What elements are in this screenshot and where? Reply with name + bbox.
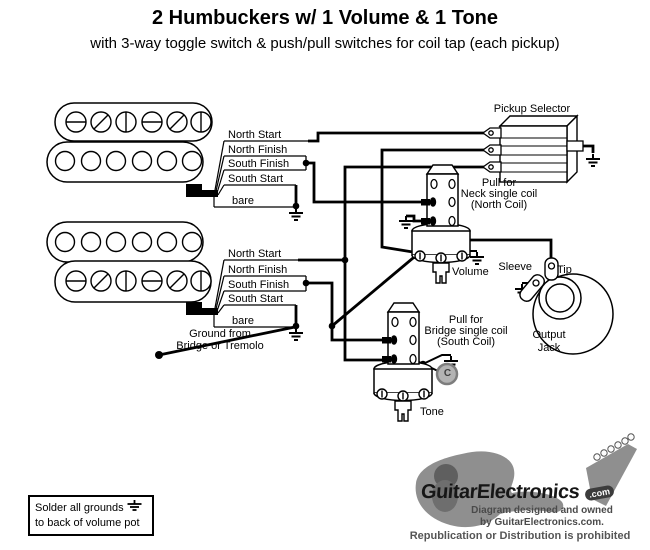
solder-note-line1: Solder all grounds xyxy=(35,502,124,514)
solder-note-line2: to back of volume pot xyxy=(35,517,140,529)
ground-symbol-icon xyxy=(127,500,142,517)
output-jack-label-line2: Jack xyxy=(537,342,561,354)
capacitor-letter: C xyxy=(443,368,452,379)
selector-right-lug xyxy=(566,140,584,152)
volume-shaft xyxy=(432,262,450,284)
tone-switch-lugs xyxy=(382,316,417,365)
bridge-wire-label-bare: bare xyxy=(232,315,255,327)
tone-capacitor xyxy=(435,362,459,386)
bridge-wire-label-north-start: North Start xyxy=(228,248,282,260)
pickup-selector-switch xyxy=(481,114,584,184)
neck-wire-label-north-start: North Start xyxy=(228,129,282,141)
tone-push-pull-pot xyxy=(373,302,459,422)
volume-pull-note-line2: Neck single coil xyxy=(460,188,538,200)
tone-pull-note-line1: Pull for xyxy=(448,314,484,326)
volume-switch-lugs xyxy=(421,178,456,227)
volume-pull-note-line1: Pull for xyxy=(481,177,517,189)
bridge-wire-label-north-finish: North Finish xyxy=(228,264,288,276)
bridge-humbucker xyxy=(46,221,225,327)
logo-caption-line3: Republication or Distribution is prohibi… xyxy=(409,530,631,542)
ground-note-line1: Ground from xyxy=(189,328,251,340)
neck-wire-label-north-finish: North Finish xyxy=(228,144,288,156)
logo-tuners xyxy=(593,433,635,461)
pickup-selector-label: Pickup Selector xyxy=(493,103,571,115)
selector-left-lugs xyxy=(481,127,502,173)
volume-pull-note-line3: (North Coil) xyxy=(470,199,528,211)
page-subtitle: with 3-way toggle switch & push/pull swi… xyxy=(90,35,560,52)
logo-brand-text: GuitarElectronics xyxy=(420,481,581,503)
neck-wire-label-bare: bare xyxy=(232,195,255,207)
bridge-cable-exit xyxy=(186,302,218,315)
tone-pull-note-line3: (South Coil) xyxy=(436,336,496,348)
logo-caption-line2: by GuitarElectronics.com. xyxy=(480,517,604,528)
bridge-wire-label-south-start: South Start xyxy=(228,293,284,305)
ground-note-line2: Bridge or Tremolo xyxy=(176,340,264,352)
neck-humbucker xyxy=(46,102,225,207)
bridge-lead-fan xyxy=(213,259,225,327)
solder-note-box: Solder all grounds to back of volume pot xyxy=(28,495,154,536)
volume-push-pull-pot xyxy=(411,164,471,284)
tone-label: Tone xyxy=(420,406,444,418)
tone-shaft xyxy=(394,400,412,422)
neck-wire-label-south-finish: South Finish xyxy=(228,158,290,170)
jack-sleeve-label: Sleeve xyxy=(498,261,532,273)
page-title: 2 Humbuckers w/ 1 Volume & 1 Tone xyxy=(151,7,498,29)
hookup-wires xyxy=(158,131,595,362)
volume-label: Volume xyxy=(452,266,489,278)
logo-caption-line1: Diagram designed and owned xyxy=(471,505,613,516)
bridge-wire-label-south-finish: South Finish xyxy=(228,279,290,291)
neck-lead-fan xyxy=(213,140,225,207)
tone-pull-note-line2: Bridge single coil xyxy=(424,325,508,337)
output-jack-label-line1: Output xyxy=(532,329,566,341)
neck-cable-exit xyxy=(186,184,218,197)
tone-pot-lugs xyxy=(376,388,430,402)
jack-tip-label: Tip xyxy=(557,264,572,276)
output-jack-graphic xyxy=(519,257,614,355)
neck-wire-label-south-start: South Start xyxy=(228,173,284,185)
